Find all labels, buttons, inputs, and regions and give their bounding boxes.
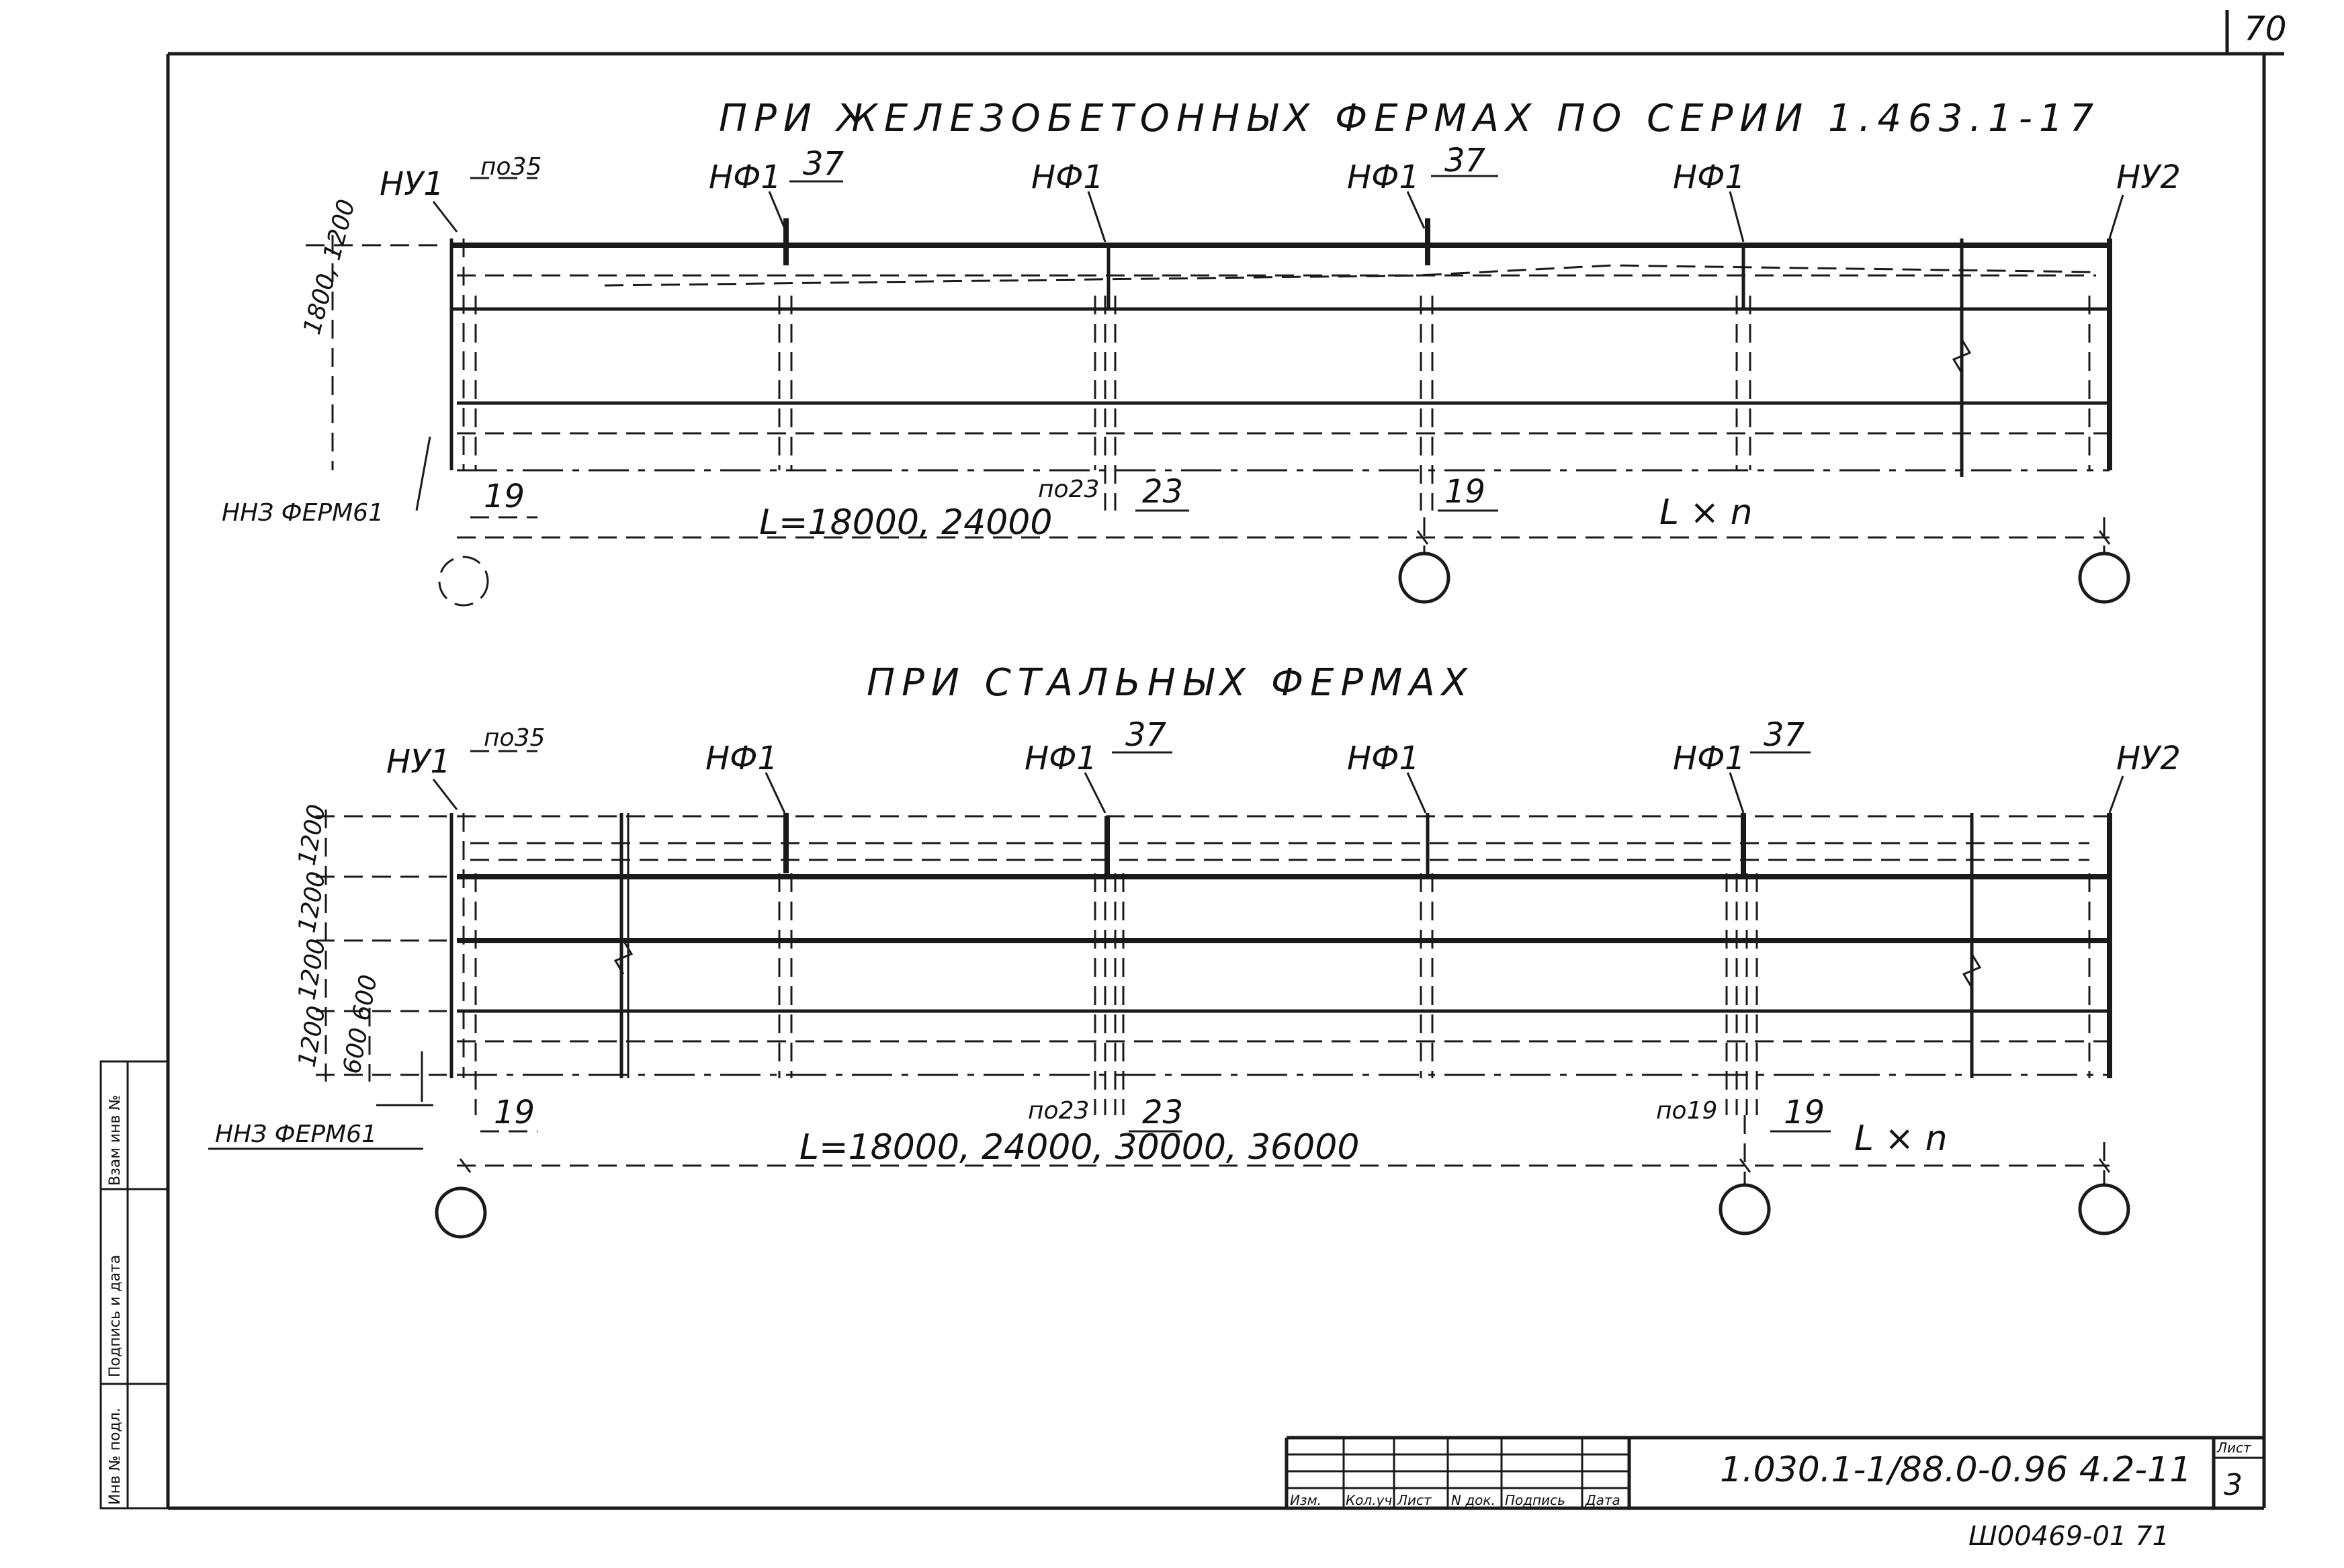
- title-block-sheet-number: 3: [2224, 1468, 2243, 1502]
- diagram2-19-a: 19: [494, 1094, 535, 1131]
- title-block-col-podpis: Подпись: [1505, 1492, 1565, 1508]
- diagram1-nnz: ННЗ ФЕРМ61: [222, 499, 384, 527]
- diagram1-axis-circle-2: [1398, 552, 1450, 604]
- diagram2-23: 23: [1142, 1094, 1183, 1131]
- diagram2-37-b: 37: [1764, 716, 1805, 754]
- diagram2-no23: по23: [1028, 1097, 1089, 1125]
- diagram1-axis-circle-3: [2078, 552, 2130, 604]
- diagram2-no19: по19: [1656, 1097, 1717, 1125]
- diagram2-nf1-d: НФ1: [1673, 740, 1745, 777]
- diagram1-no23: по23: [1038, 476, 1099, 503]
- diagram1-title: ПРИ ЖЕЛЕЗОБЕТОННЫХ ФЕРМАХ ПО СЕРИИ 1.463…: [719, 97, 2100, 140]
- diagram2-no35: по35: [484, 724, 545, 752]
- diagram2-nf1-c: НФ1: [1347, 740, 1420, 777]
- side-stamp-field1: Инв № подл.: [107, 1407, 124, 1505]
- diagram1-span: L=18000, 24000: [759, 503, 1052, 543]
- diagram1-dim-vertical: 1800, 1200: [298, 197, 361, 338]
- title-block-col-list: Лист: [1397, 1492, 1432, 1508]
- side-stamp-field2: Подпись и дата: [107, 1255, 124, 1377]
- diagram1-19-a: 19: [484, 478, 525, 515]
- diagram2-nu1: НУ1: [386, 743, 451, 781]
- side-stamp-field3: Взам инв №: [107, 1095, 124, 1186]
- diagram1-span-n: L × n: [1659, 492, 1753, 533]
- diagram1-37-b: 37: [1444, 142, 1486, 179]
- diagram1-23: 23: [1142, 473, 1183, 511]
- diagram1-verticals: [449, 218, 2112, 511]
- title-block: Изм. Кол.уч Лист N док. Подпись Дата 1.0…: [1285, 1436, 2264, 1508]
- diagram1-nu1: НУ1: [380, 165, 444, 203]
- diagram2-dim-v4: 1200: [293, 1004, 331, 1069]
- diagram2-span-n: L × n: [1854, 1119, 1948, 1159]
- diagram2-axis-circle-2: [1719, 1183, 1771, 1235]
- diagram1-19-b: 19: [1444, 473, 1485, 511]
- title-block-col-data: Дата: [1585, 1492, 1620, 1508]
- diagram2-verticals: [449, 813, 2112, 1115]
- diagram1-37-a: 37: [803, 145, 844, 183]
- diagram2-span: L=18000, 24000, 30000, 36000: [799, 1127, 1359, 1168]
- diagram2-dim-v1: 1200: [293, 802, 331, 867]
- diagram2-nu2: НУ2: [2116, 740, 2181, 777]
- title-block-col-ndok: N док.: [1451, 1492, 1495, 1508]
- diagram2-dim-v5: 600 600: [338, 973, 382, 1076]
- diagram2-nf1-b: НФ1: [1025, 740, 1097, 777]
- sheet-frame: [166, 52, 2266, 1510]
- page-number: 70: [2244, 9, 2287, 48]
- diagram1-nf1-d: НФ1: [1673, 159, 1745, 196]
- diagram1-nu2: НУ2: [2116, 159, 2181, 196]
- page-number-box: 70: [2225, 9, 2287, 56]
- diagram1-nf1-b: НФ1: [1031, 159, 1104, 196]
- side-stamp: Инв № подл. Подпись и дата Взам инв №: [99, 1060, 169, 1510]
- title-block-col-koluch: Кол.уч: [1346, 1492, 1392, 1508]
- diagram2-title: ПРИ СТАЛЬНЫХ ФЕРМАХ: [867, 661, 1474, 705]
- title-block-doc-code: 1.030.1-1/88.0-0.96 4.2-11: [1720, 1450, 2191, 1490]
- title-block-sheet-label: Лист: [2216, 1440, 2252, 1456]
- diagram2-37-a: 37: [1125, 716, 1167, 754]
- diagram2-axis-circle-3: [2078, 1183, 2130, 1235]
- stamp-number: Ш00469-01 71: [1968, 1521, 2169, 1552]
- diagram1-no35: по35: [480, 153, 541, 181]
- diagram2-nf1-a: НФ1: [705, 740, 778, 777]
- diagram1-nf1-c: НФ1: [1347, 159, 1420, 196]
- diagram1-nf1-a: НФ1: [709, 159, 781, 196]
- diagram-1: ПРИ ЖЕЛЕЗОБЕТОННЫХ ФЕРМАХ ПО СЕРИИ 1.463…: [222, 97, 2181, 607]
- diagram2-axis-circle-1: [435, 1186, 487, 1239]
- diagram2-nnz: ННЗ ФЕРМ61: [215, 1121, 377, 1148]
- diagram1-axis-circle-1: [438, 556, 489, 607]
- title-block-col-izm: Изм.: [1290, 1492, 1321, 1508]
- diagram2-19-b: 19: [1784, 1094, 1825, 1131]
- diagram-2: ПРИ СТАЛЬНЫХ ФЕРМАХ: [208, 661, 2181, 1239]
